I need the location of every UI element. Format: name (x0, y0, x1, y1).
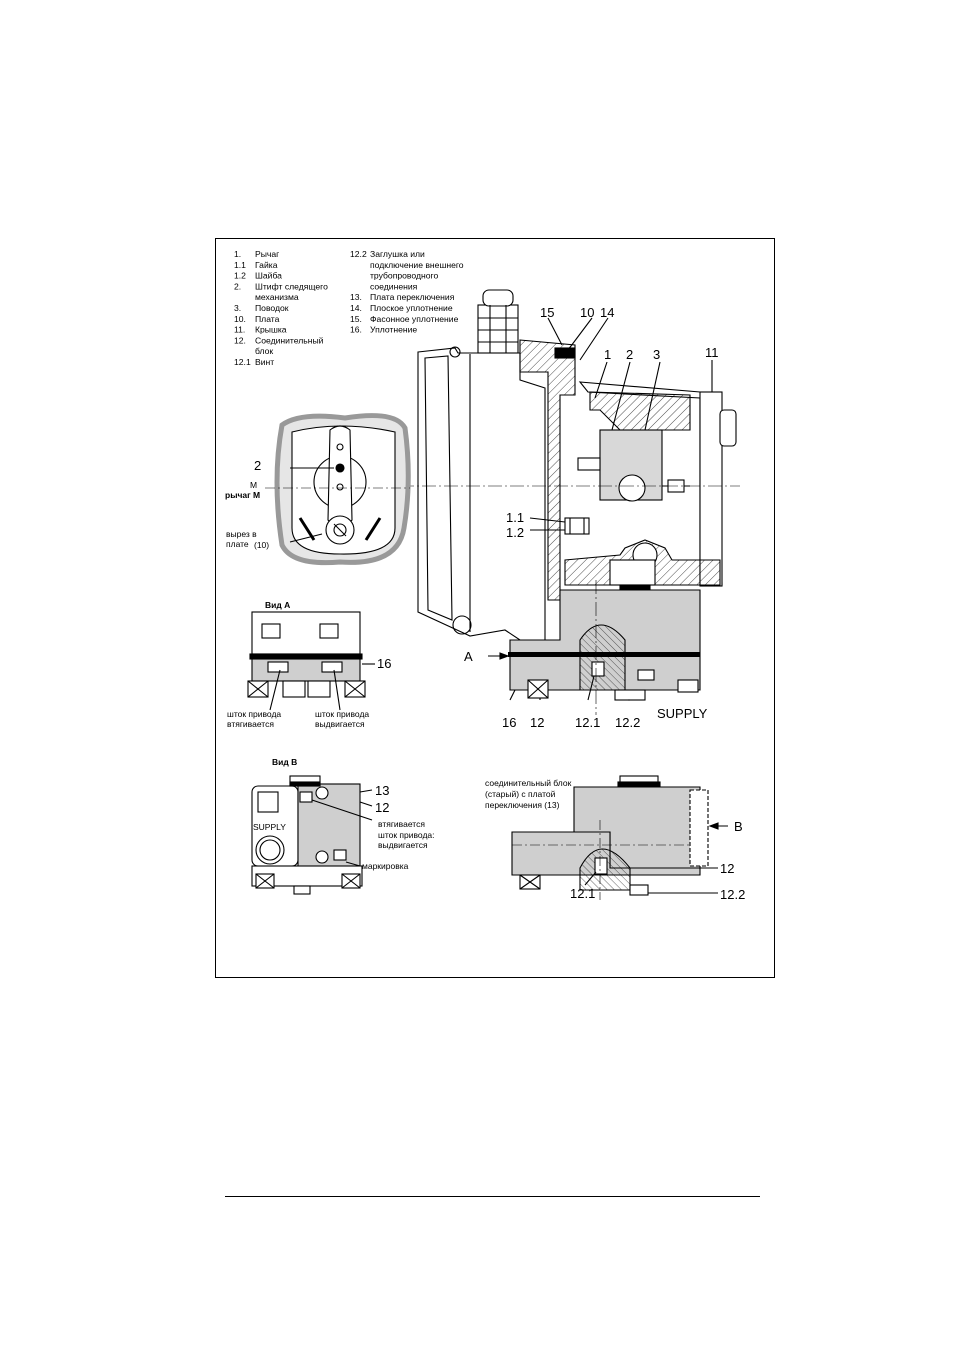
callout-1: 1 (604, 347, 611, 362)
supply-label: SUPPLY (657, 706, 708, 721)
legend-left-text-1: Гайка (255, 260, 278, 270)
legend-right-text-5: Плоское уплотнение (370, 303, 453, 313)
legend-left-num-8: 12. (234, 335, 246, 345)
view-b-callout-13: 13 (375, 783, 389, 798)
legend-left-text-9: блок (255, 346, 273, 356)
legend-right-text-3: соединения (370, 281, 418, 291)
legend-right-num-5: 14. (350, 303, 362, 313)
legend-right-num-6: 15. (350, 314, 362, 324)
view-a-left-caption-1: шток привода (227, 709, 281, 719)
callout-12: 12 (530, 715, 544, 730)
old-block-caption-3: переключения (13) (485, 800, 560, 810)
view-b-marking: маркировка (362, 861, 409, 871)
old-block-caption-1: соединительный блок (485, 778, 572, 788)
legend-left-text-5: Поводок (255, 303, 289, 313)
view-a-labels: Вид A 16 шток привода втягивается шток п… (227, 600, 391, 729)
view-b-callout-12: 12 (375, 800, 389, 815)
m-label: M (250, 480, 257, 490)
legend-left-num-0: 1. (234, 249, 241, 259)
legend-left-text-0: Рычаг (255, 249, 279, 259)
old-block-callout-12-1: 12.1 (570, 886, 595, 901)
legend-left-text-2: Шайба (255, 271, 282, 281)
legend-right-num-4: 13. (350, 292, 362, 302)
legend-left-num-5: 3. (234, 303, 241, 313)
cutout-ref: (10) (254, 540, 269, 550)
view-a-title: Вид A (265, 600, 290, 610)
view-b-retracts: втягивается (378, 819, 425, 829)
cutout-label-1: вырез в (226, 529, 257, 539)
view-b-extends: выдвигается (378, 840, 428, 850)
view-a-left-caption-2: втягивается (227, 719, 274, 729)
figure-frame (215, 238, 775, 978)
legend-right-text-6: Фасонное уплотнение (370, 314, 459, 324)
main-section-view (400, 289, 740, 715)
view-b-stem: шток привода: (378, 830, 435, 840)
view-b-title: Вид B (272, 757, 297, 767)
view-b-labels: Вид B 13 12 SUPPLY втягивается шток прив… (253, 757, 435, 871)
footer-rule (225, 1196, 760, 1197)
callout-14: 14 (600, 305, 614, 320)
lever-m-label: рычаг M (225, 490, 260, 500)
legend-left-text-10: Винт (255, 357, 274, 367)
legend-left-num-3: 2. (234, 281, 241, 291)
old-block-callout-12: 12 (720, 861, 734, 876)
legend-left-num-7: 11. (234, 325, 245, 335)
callout-10: 10 (580, 305, 594, 320)
view-b (251, 775, 373, 895)
callout-15: 15 (540, 305, 554, 320)
legend-left-num-1: 1.1 (234, 260, 246, 270)
callout-16: 16 (502, 715, 516, 730)
legend-right-num-0: 12.2 (350, 249, 367, 259)
legend-left-text-6: Плата (255, 314, 280, 324)
callout-12-1: 12.1 (575, 715, 600, 730)
view-b-supply: SUPPLY (253, 822, 286, 832)
legend: 1. Рычаг 1.1 Гайка 1.2 Шайба 2. Штифт следящего… (234, 249, 464, 367)
legend-left-text-3: Штифт следящего (255, 281, 328, 291)
housing-outline (417, 347, 546, 641)
cable-gland (477, 304, 519, 354)
callout-1-1: 1.1 (506, 510, 524, 525)
old-block-callout-b: B (734, 819, 743, 834)
lever-m (327, 425, 353, 529)
legend-right-text-4: Плата переключения (370, 292, 455, 302)
legend-right-text-7: Уплотнение (370, 325, 417, 335)
legend-left-num-2: 1.2 (234, 271, 246, 281)
arrow-a-label: A (464, 649, 473, 664)
legend-left-text-7: Крышка (255, 325, 287, 335)
legend-left-text-8: Соединительный (255, 335, 324, 345)
callout-1-2: 1.2 (506, 525, 524, 540)
lever-detail (265, 413, 411, 566)
old-block-labels: соединительный блок (старый) с платой пе… (485, 778, 745, 902)
lever-detail-labels: 2 M рычаг M вырез в плате (10) (225, 458, 269, 550)
legend-left-text-4: механизма (255, 292, 299, 302)
main-callouts: 15 10 14 1 2 3 11 1.1 1.2 A 16 12 12.1 1… (464, 305, 719, 730)
callout-11: 11 (705, 345, 719, 360)
legend-right-text-1: подключение внешнего (370, 260, 464, 270)
old-connection-block (511, 775, 728, 900)
old-block-callout-12-2: 12.2 (720, 887, 745, 902)
cutout-label-2: плате (226, 539, 249, 549)
legend-left-num-10: 12.1 (234, 357, 251, 367)
callout-12-2: 12.2 (615, 715, 640, 730)
old-block-caption-2: (старый) с платой (485, 789, 556, 799)
legend-right-text-2: трубопроводного (370, 271, 438, 281)
legend-left-num-6: 10. (234, 314, 246, 324)
view-a-callout-16: 16 (377, 656, 391, 671)
callout-2: 2 (626, 347, 633, 362)
view-a-right-caption-1: шток привода (315, 709, 369, 719)
pin-label: 2 (254, 458, 261, 473)
legend-right-text-0: Заглушка или (370, 249, 425, 259)
view-a (247, 611, 375, 711)
callout-3: 3 (653, 347, 660, 362)
legend-right-num-7: 16. (350, 325, 362, 335)
view-a-right-caption-2: выдвигается (315, 719, 365, 729)
